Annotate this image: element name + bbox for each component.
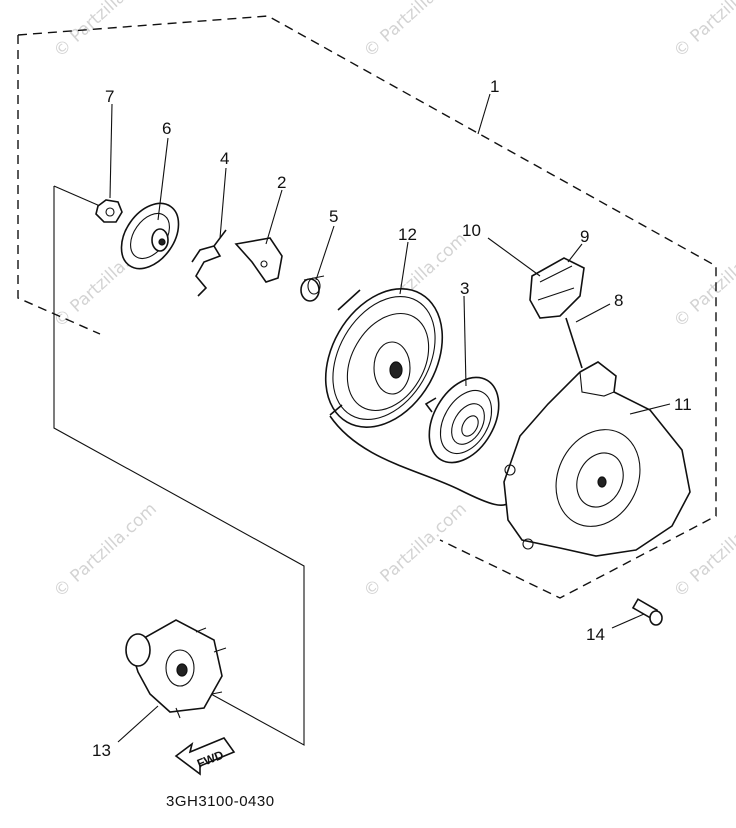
part-spring-wire <box>191 229 227 297</box>
watermark-text: © Partzilla.com <box>360 499 471 602</box>
part-nut <box>95 199 123 223</box>
callout-3: 3 <box>460 279 469 298</box>
callout-13: 13 <box>92 741 111 760</box>
callout-10: 10 <box>462 221 481 240</box>
callouts: 7 6 4 2 5 12 3 10 9 8 11 1 14 13 <box>92 77 692 760</box>
part-bolt <box>631 598 663 626</box>
callout-4: 4 <box>220 149 229 168</box>
callout-11: 11 <box>674 395 692 414</box>
reference-outline-top <box>53 185 101 207</box>
watermark-text: © Partzilla.com <box>670 499 736 602</box>
part-handle-rope <box>565 317 583 369</box>
drawing-code: 3GH3100-0430 <box>166 793 275 810</box>
part-pawl <box>234 237 283 283</box>
watermark-text: © Partzilla.com <box>670 229 736 332</box>
part-drive-plate <box>120 202 180 270</box>
part-sheave-drum <box>324 288 444 428</box>
watermark-text: © Partzilla.com <box>670 0 736 62</box>
fwd-arrow: FWD <box>174 737 236 776</box>
callout-6: 6 <box>162 119 171 138</box>
assembly-boundary <box>17 15 717 599</box>
callout-12: 12 <box>398 225 417 244</box>
callout-2: 2 <box>277 173 286 192</box>
callout-9: 9 <box>580 227 589 246</box>
callout-14: 14 <box>586 625 605 644</box>
callout-8: 8 <box>614 291 623 310</box>
watermark-text: © Partzilla.com <box>360 0 471 62</box>
callout-1: 1 <box>490 77 499 96</box>
leader-lines <box>109 93 671 743</box>
part-starter-case <box>503 361 691 557</box>
part-pulley <box>125 619 227 719</box>
watermark-text: © Partzilla.com <box>50 499 161 602</box>
part-starter-rope <box>329 415 513 506</box>
part-pawl-spring <box>300 275 325 302</box>
reference-outline <box>53 186 305 746</box>
callout-5: 5 <box>329 207 338 226</box>
part-recoil-spring <box>424 376 500 464</box>
part-starter-handle <box>529 257 585 319</box>
callout-7: 7 <box>105 87 114 106</box>
